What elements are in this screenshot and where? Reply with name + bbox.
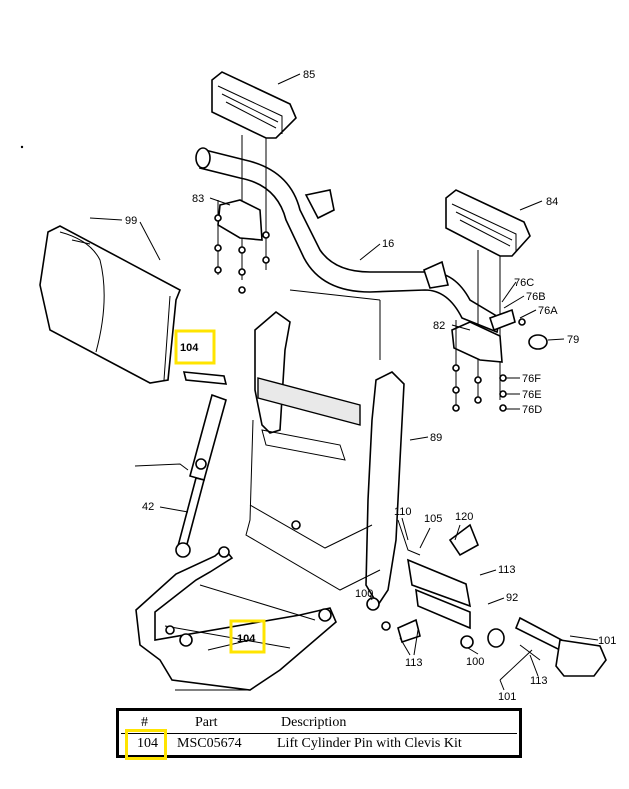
callout-101-b: 101 <box>498 691 516 703</box>
row-description: Lift Cylinder Pin with Clevis Kit <box>277 736 462 751</box>
callout-82: 82 <box>433 320 445 332</box>
callout-79: 79 <box>567 334 579 346</box>
bracket-82 <box>451 321 503 363</box>
callout-110: 110 <box>394 506 412 518</box>
row-number: 104 <box>137 736 158 751</box>
leader-lines <box>89 73 599 691</box>
callout-76a: 76A <box>538 305 558 317</box>
callout-104-bottom: 104 <box>237 633 256 645</box>
light-hardware-right <box>452 308 548 412</box>
highlight-104-top: 104 <box>174 329 216 365</box>
callout-99: 99 <box>125 215 137 227</box>
header-description: Description <box>281 715 347 730</box>
light-hardware-left <box>214 200 270 294</box>
callout-100-b: 100 <box>466 656 484 668</box>
callout-120: 120 <box>455 511 473 523</box>
callout-76d: 76D <box>522 404 542 416</box>
side-panel <box>39 225 182 384</box>
header-part: Part <box>195 715 218 730</box>
callout-84: 84 <box>546 196 558 208</box>
callout-105: 105 <box>424 513 442 525</box>
callout-76f: 76F <box>522 373 541 385</box>
callout-16: 16 <box>382 238 394 250</box>
callout-42: 42 <box>142 501 154 513</box>
table-divider <box>121 733 517 734</box>
row-part-number: MSC05674 <box>177 736 242 751</box>
callout-104-top: 104 <box>180 342 199 354</box>
callout-85: 85 <box>303 69 315 81</box>
handle-bar-tube <box>195 147 501 334</box>
right-side-hardware <box>366 519 607 681</box>
callout-101-a: 101 <box>598 635 616 647</box>
callout-113-b: 113 <box>405 657 423 669</box>
bracket-83 <box>217 199 263 241</box>
callout-76c: 76C <box>514 277 534 289</box>
callout-76e: 76E <box>522 389 542 401</box>
work-light-84 <box>445 189 531 400</box>
work-light-85 <box>211 71 297 280</box>
table-number-highlight <box>125 729 167 760</box>
callout-92: 92 <box>506 592 518 604</box>
loader-frame <box>245 289 405 607</box>
parts-table: # Part Description 104 MSC05674 Lift Cyl… <box>116 708 522 758</box>
callout-113-a: 113 <box>498 564 516 576</box>
header-number: # <box>141 715 148 730</box>
callout-89: 89 <box>430 432 442 444</box>
lift-cylinder-42 <box>134 371 228 558</box>
stray-mark <box>20 145 24 149</box>
boom-arm-assembly <box>135 546 337 691</box>
callout-76b: 76B <box>526 291 546 303</box>
callout-83: 83 <box>192 193 204 205</box>
callout-labels: 85 84 83 16 99 76C 76B 76A 79 82 76F 76E… <box>125 69 616 703</box>
callout-100-a: 100 <box>355 588 373 600</box>
callout-113-c: 113 <box>530 675 548 687</box>
highlight-104-bottom: 104 <box>229 619 266 654</box>
